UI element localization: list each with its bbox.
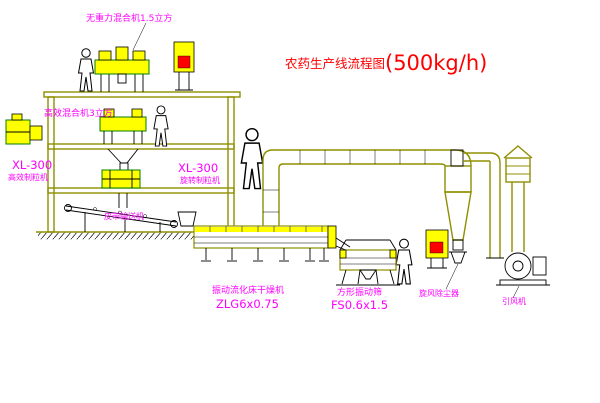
person-silhouette	[78, 48, 94, 92]
person-silhouette	[240, 127, 264, 190]
control-cabinet-1	[173, 41, 195, 91]
vibrating-sieve-machine	[336, 239, 400, 286]
person-figures	[78, 48, 413, 285]
person-figure	[153, 105, 169, 147]
label-sieve-name: 方形振动筛	[337, 286, 382, 298]
person-figure	[240, 127, 264, 190]
label-granulator-left-model: XL-300	[12, 158, 52, 172]
person-silhouette	[395, 238, 413, 285]
granulator-left-machine	[5, 113, 43, 145]
annotations: 无重力混合机1.5立方 高效混合机3立方 XL-300 高效制粒机 XL-300…	[8, 12, 526, 312]
person-silhouette	[153, 105, 169, 147]
person-figure	[395, 238, 413, 285]
label-mixer-top: 无重力混合机1.5立方	[86, 12, 172, 24]
exhaust-duct-run	[262, 149, 472, 226]
fluid-bed-dryer-machine	[177, 211, 351, 262]
leader-lines	[445, 263, 520, 299]
drawing-capacity: (500kg/h)	[385, 51, 487, 75]
label-sieve-model: FS0.6x1.5	[331, 298, 388, 312]
person-figure	[78, 48, 94, 92]
label-cyclone: 旋风除尘器	[419, 288, 459, 298]
label-fan: 引风机	[502, 296, 526, 306]
label-granulator-mid-model: XL-300	[178, 161, 218, 175]
building-structure	[36, 91, 258, 240]
belt-conveyor-machine	[64, 204, 178, 232]
high-efficiency-mixer-machine	[99, 108, 147, 171]
label-mixer-mid: 高效混合机3立方	[44, 107, 113, 119]
label-belt-conveyor: 皮带输送机	[104, 211, 144, 221]
control-cabinet-2	[425, 229, 449, 269]
label-granulator-mid-name: 旋转制粒机	[180, 175, 220, 185]
induced-draft-fan-machine	[496, 252, 550, 286]
label-dryer-model: ZLG6x0.75	[216, 297, 279, 311]
drawing-title: 农药生产线流程图	[285, 56, 385, 71]
label-granulator-left-name: 高效制粒机	[8, 172, 48, 182]
fan-duct-and-stack	[463, 145, 533, 259]
zero-gravity-mixer-machine	[94, 22, 150, 92]
ground-hatch	[38, 232, 254, 240]
granulator-floor3-machine	[101, 169, 141, 208]
cyclone-machine	[444, 149, 472, 264]
label-dryer-name: 振动流化床干燥机	[212, 284, 284, 296]
